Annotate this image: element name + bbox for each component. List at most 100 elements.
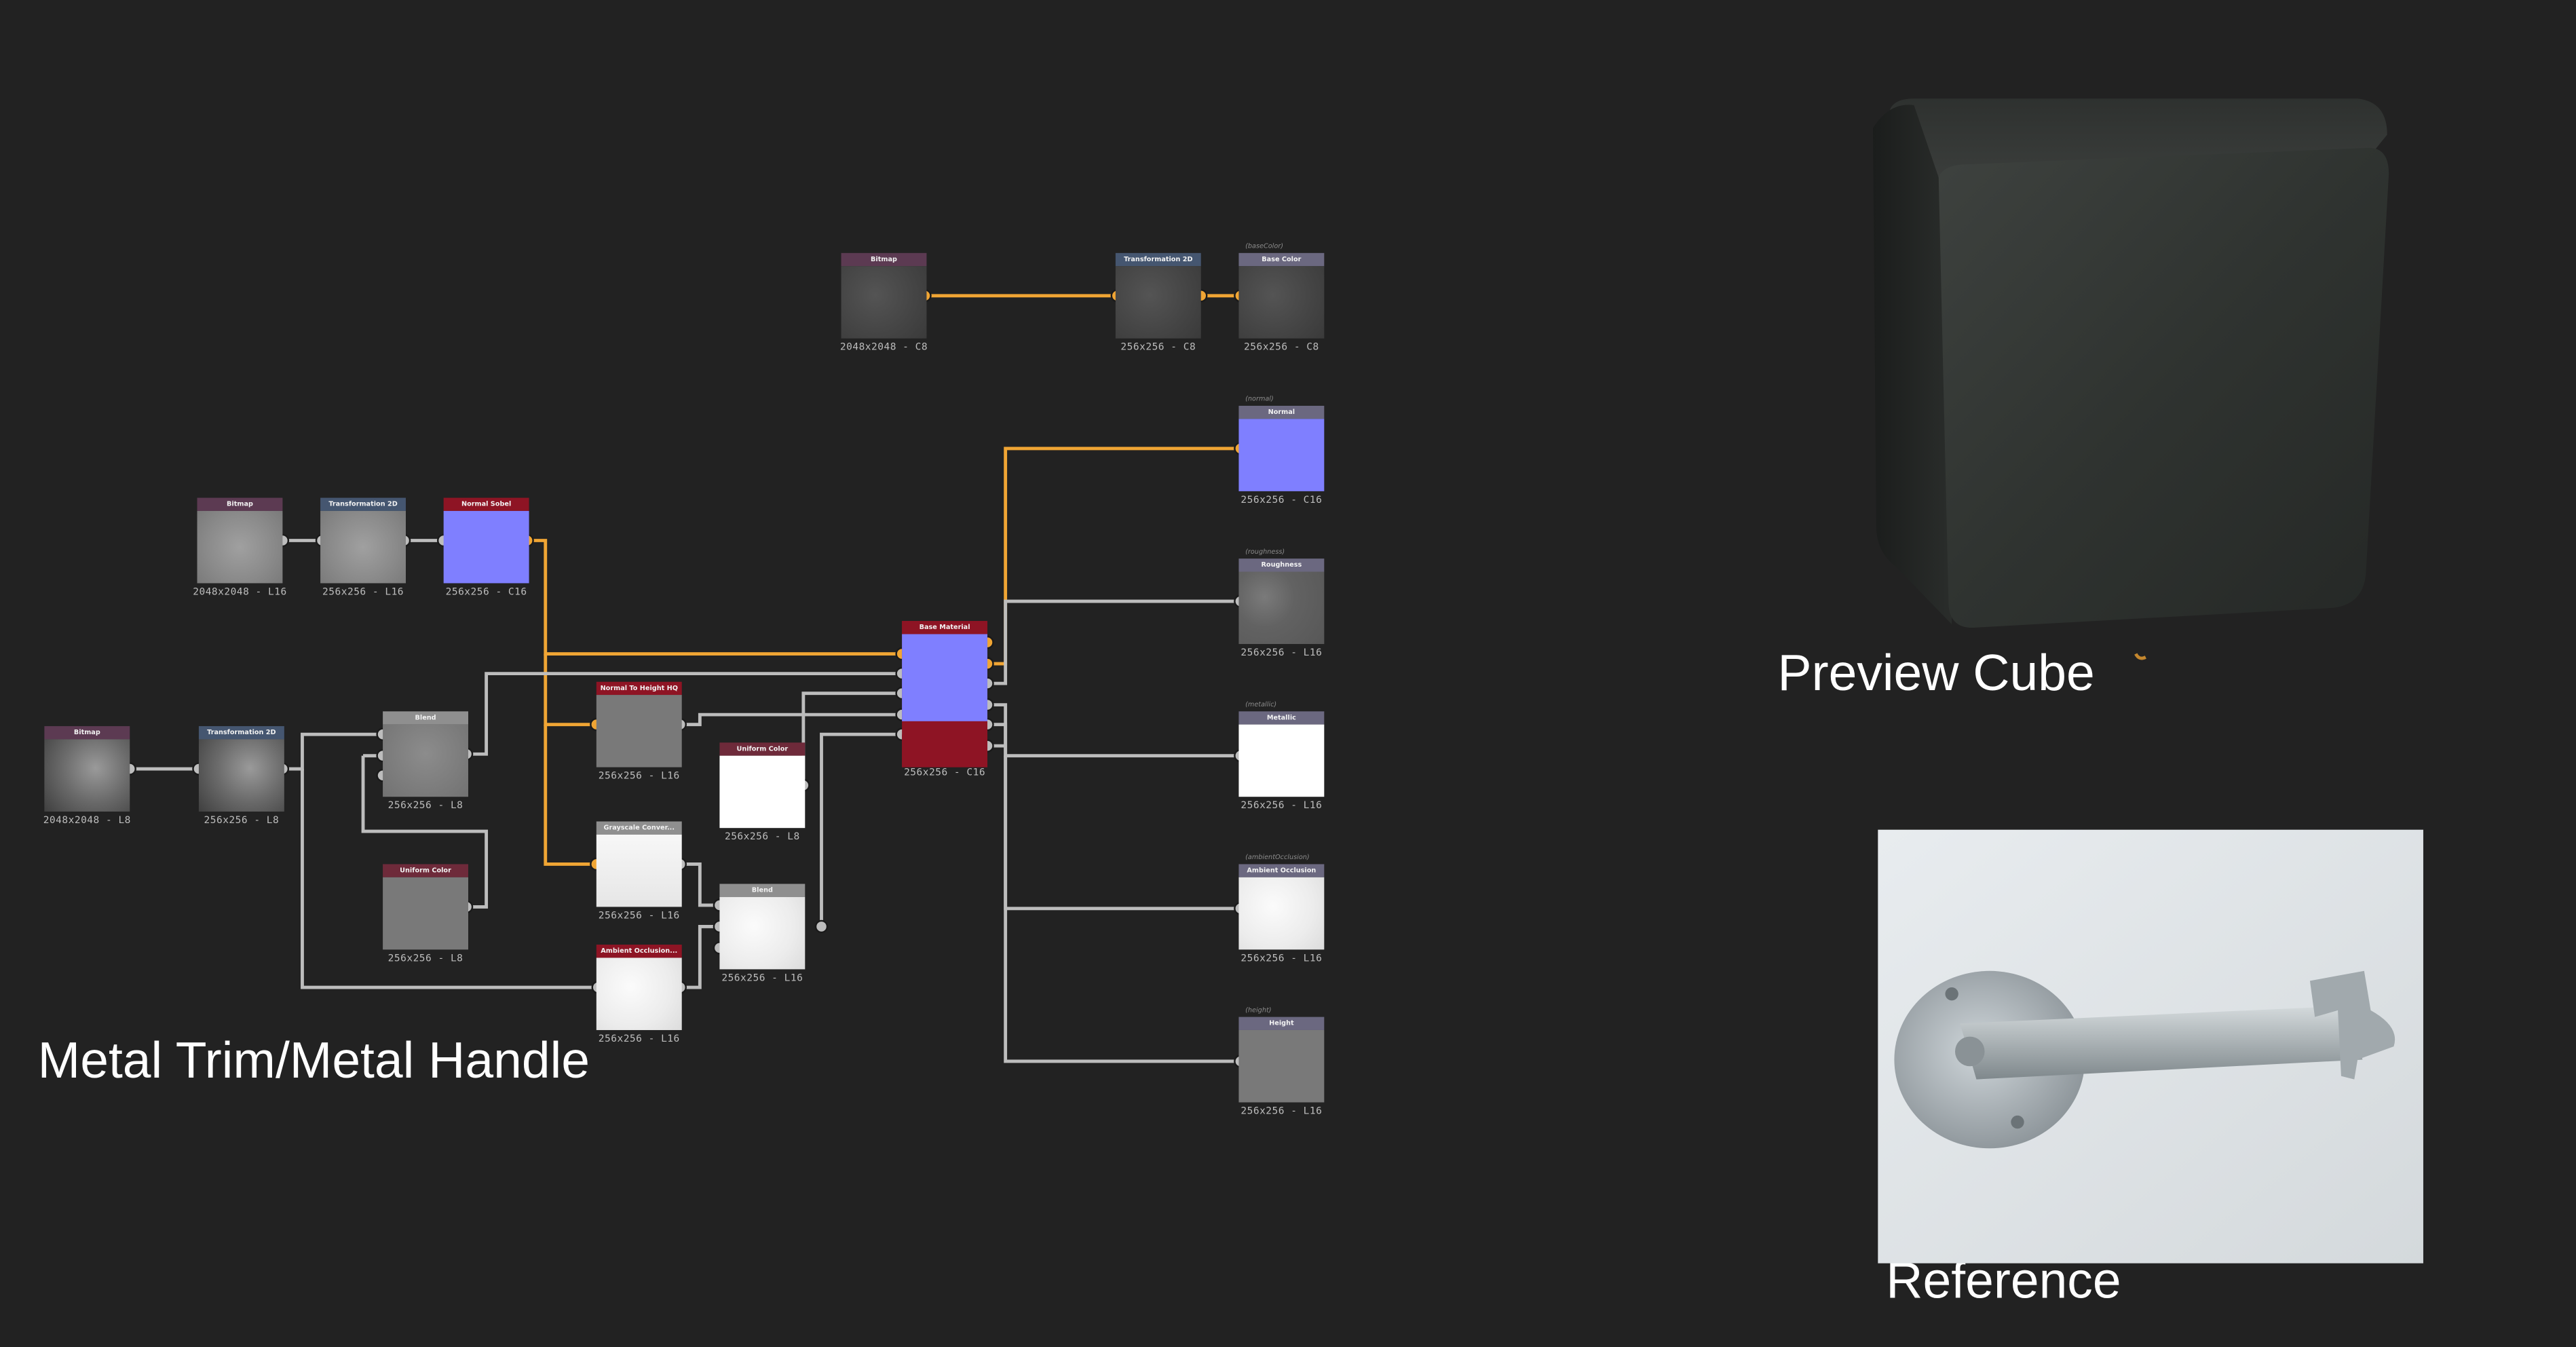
wire [820, 732, 903, 927]
node-ambient-occlusion[interactable]: Ambient Occlusion... 256x256 - L16 [596, 945, 682, 1045]
node-thumbnail [596, 957, 682, 1030]
node-title: Bitmap [197, 497, 283, 511]
node-size: 256x256 - L16 [1240, 647, 1323, 659]
node-base-material[interactable]: Base Material 256x256 - C16 [902, 621, 988, 779]
node-output-height[interactable]: (height) Height 256x256 - L16 [1238, 1006, 1325, 1117]
node-uniform-a[interactable]: Uniform Color 256x256 - L8 [383, 864, 468, 964]
node-thumbnail [443, 510, 529, 584]
node-size: 2048x2048 - C8 [839, 341, 928, 354]
node-identifier: (normal) [1245, 394, 1274, 403]
wire [527, 539, 903, 656]
preview-cube[interactable] [1840, 82, 2432, 674]
wire [361, 755, 489, 909]
node-size: 256x256 - L16 [721, 972, 803, 985]
node-output-normal[interactable]: (normal) Normal 256x256 - C16 [1238, 394, 1325, 506]
node-bitmap-mid[interactable]: Bitmap 2048x2048 - L16 [193, 497, 286, 598]
node-title: Metallic [1238, 711, 1325, 725]
node-title: Bitmap [841, 252, 927, 267]
node-title: Normal [1238, 405, 1325, 419]
node-blend-b[interactable]: Blend 256x256 - L16 [719, 884, 806, 984]
node-size: 256x256 - L8 [387, 800, 463, 812]
node-thumbnail [841, 266, 927, 339]
reference-image [1878, 829, 2423, 1264]
node-thumbnail [1238, 1029, 1325, 1103]
node-title: Blend [719, 884, 806, 897]
node-title: Ambient Occlusion [1238, 864, 1325, 877]
node-bitmap-top[interactable]: Bitmap 2048x2048 - C8 [840, 252, 928, 354]
node-thumbnail [596, 834, 682, 907]
node-thumbnail [902, 634, 988, 721]
node-title: Base Material [902, 621, 988, 634]
node-thumbnail [1238, 877, 1325, 950]
node-thumbnail [198, 739, 284, 812]
node-title: Normal To Height HQ [596, 681, 682, 696]
node-size: 256x256 - C8 [1243, 341, 1319, 354]
node-grayscale-conversion[interactable]: Grayscale Conver... 256x256 - L16 [596, 821, 682, 922]
node-identifier: (ambientOcclusion) [1245, 852, 1310, 861]
node-output-metallic[interactable]: (metallic) Metallic 256x256 - L16 [1238, 700, 1325, 812]
node-normal-to-height[interactable]: Normal To Height HQ 256x256 - L16 [596, 681, 682, 782]
node-thumbnail [1238, 266, 1325, 339]
node-thumbnail [1115, 266, 1201, 339]
node-size: 256x256 - L16 [598, 770, 680, 782]
node-transform-low[interactable]: Transformation 2D 256x256 - L8 [198, 726, 284, 827]
preview-title: Preview Cube [1777, 644, 2095, 702]
node-thumbnail [1238, 724, 1325, 797]
node-output-roughness[interactable]: (roughness) Roughness 256x256 - L16 [1238, 547, 1325, 659]
node-thumbnail [197, 510, 283, 584]
node-title: Blend [383, 711, 468, 725]
node-title: Transformation 2D [198, 726, 284, 740]
node-uniform-b[interactable]: Uniform Color 256x256 - L8 [719, 742, 806, 843]
node-transform-top[interactable]: Transformation 2D 256x256 - C8 [1115, 252, 1201, 354]
node-size: 256x256 - C16 [1240, 494, 1323, 506]
node-title: Uniform Color [383, 864, 468, 877]
node-thumbnail [320, 510, 406, 584]
node-title: Ambient Occlusion... [596, 945, 682, 958]
node-identifier: (roughness) [1245, 547, 1285, 556]
node-bitmap-low[interactable]: Bitmap 2048x2048 - L8 [43, 726, 130, 827]
wire [987, 703, 1240, 758]
node-title: Height [1238, 1017, 1325, 1030]
node-thumbnail [719, 896, 806, 970]
node-size: 256x256 - C8 [1120, 341, 1196, 354]
wire [987, 723, 1240, 1063]
node-identifier: (baseColor) [1245, 241, 1284, 250]
node-output-ao[interactable]: (ambientOcclusion) Ambient Occlusion 256… [1238, 852, 1325, 964]
node-output-basecolor[interactable]: (baseColor) Base Color 256x256 - C8 [1238, 242, 1325, 354]
node-title: Grayscale Conver... [596, 821, 682, 835]
node-title: Roughness [1238, 558, 1325, 572]
node-transform-mid[interactable]: Transformation 2D 256x256 - L16 [320, 497, 406, 598]
wire [987, 599, 1240, 685]
node-size: 256x256 - L16 [1240, 953, 1323, 965]
wire [544, 653, 596, 727]
graph-title: Metal Trim/Metal Handle [37, 1031, 590, 1090]
port [814, 919, 829, 934]
node-identifier: (metallic) [1245, 700, 1277, 708]
node-size: 2048x2048 - L8 [43, 814, 131, 827]
node-title: Transformation 2D [320, 497, 406, 511]
node-thumbnail [1238, 571, 1325, 645]
node-size: 256x256 - L16 [1240, 800, 1323, 812]
node-footer [902, 734, 988, 767]
node-thumbnail [44, 739, 130, 812]
node-size: 2048x2048 - L16 [193, 586, 287, 599]
node-title: Bitmap [44, 726, 130, 740]
wire [301, 769, 599, 989]
wire [466, 672, 903, 756]
node-size: 256x256 - L8 [724, 831, 800, 843]
node-size: 256x256 - L16 [322, 586, 404, 599]
wire [680, 925, 720, 989]
node-size: 256x256 - L16 [1240, 1105, 1323, 1118]
node-title: Normal Sobel [443, 497, 529, 511]
node-title: Transformation 2D [1115, 252, 1201, 267]
node-title: Base Color [1238, 252, 1325, 267]
wire [282, 732, 383, 771]
node-thumbnail [719, 755, 806, 829]
node-normal-sobel[interactable]: Normal Sobel 256x256 - C16 [443, 497, 529, 598]
wire [680, 862, 720, 907]
node-size: 256x256 - C16 [904, 767, 986, 779]
node-thumbnail [383, 877, 468, 950]
node-blend-a[interactable]: Blend 256x256 - L8 [383, 711, 468, 812]
